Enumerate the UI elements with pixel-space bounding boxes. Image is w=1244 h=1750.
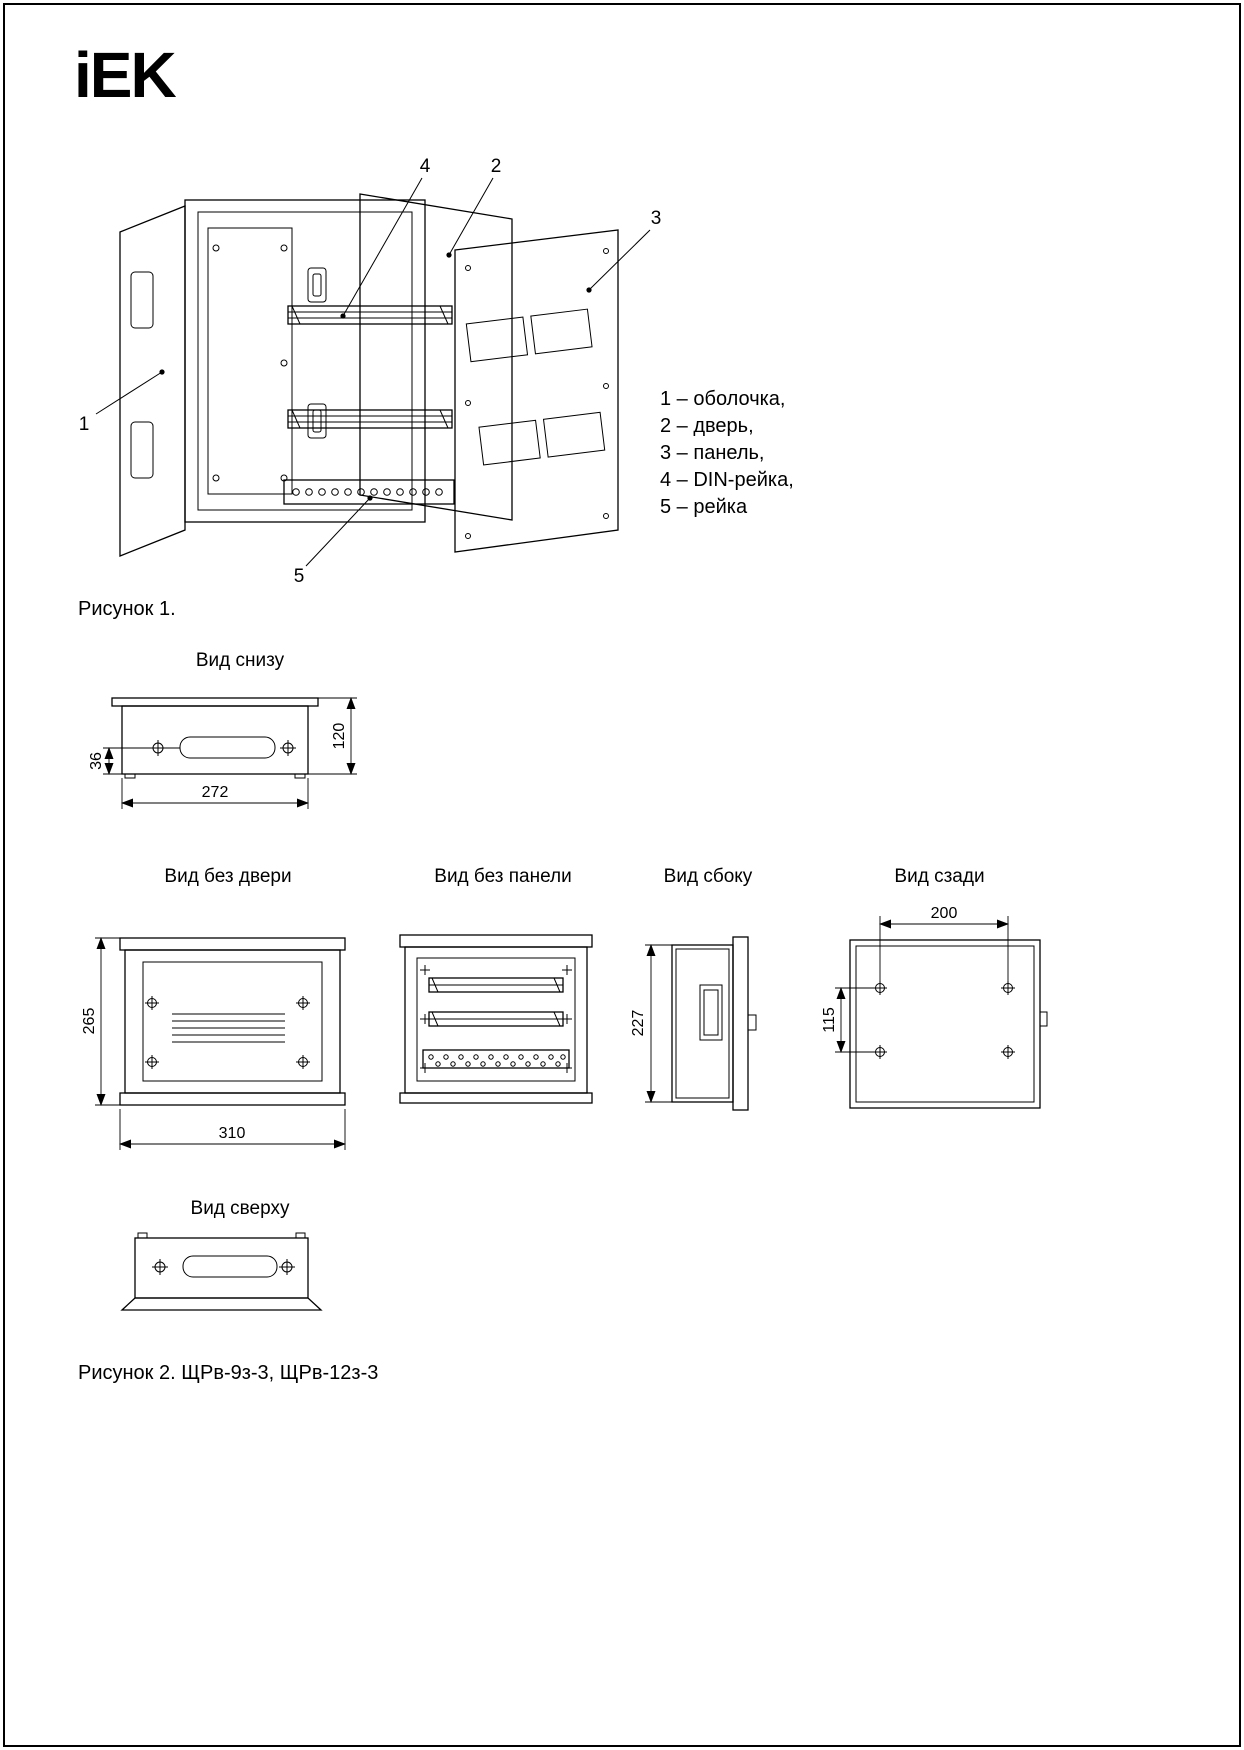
top-view-title: Вид сверху (190, 1198, 290, 1219)
no-door-dimensions: 265 310 (81, 937, 346, 1150)
dim-227-label: 227 (630, 1010, 647, 1037)
rear-view-outline (849, 939, 1048, 1109)
top-view-drawing (120, 1232, 323, 1311)
door (307, 193, 513, 521)
dim-115-label: 115 (821, 1007, 838, 1033)
dim-265-label: 265 (81, 1008, 98, 1035)
figure2-caption: Рисунок 2. ЩРв-9з-3, ЩРв-12з-3 (78, 1362, 379, 1384)
callout-4: 4 (420, 156, 431, 177)
top-view-outline (120, 1232, 323, 1311)
figure1-caption: Рисунок 1. (78, 598, 176, 620)
shell-enclosure (119, 199, 426, 557)
callout-5: 5 (294, 566, 305, 587)
no-panel-outline (399, 934, 593, 1104)
no-door-view-title: Вид без двери (164, 866, 292, 887)
callout-2: 2 (491, 156, 502, 177)
dim-36-label: 36 (88, 752, 105, 770)
perforated-rail (283, 479, 455, 505)
bottom-view-dimensions: 120 36 272 (88, 697, 357, 809)
side-view-drawing: 227 (630, 936, 757, 1111)
legend-line-1: 1 – оболочка, (660, 388, 786, 410)
rear-view-drawing: 200 115 (821, 905, 1048, 1109)
bottom-view-outline (111, 697, 319, 779)
legend-line-3: 3 – панель, (660, 442, 765, 464)
dim-200-label: 200 (931, 905, 958, 922)
rear-view-title: Вид сзади (894, 866, 985, 887)
side-view-dimensions: 227 (630, 944, 672, 1103)
legend-line-2: 2 – дверь, (660, 415, 754, 437)
no-panel-view-drawing (399, 934, 593, 1104)
dim-272-label: 272 (202, 784, 229, 801)
callout-3: 3 (651, 208, 662, 229)
callouts: 4 2 3 1 5 (79, 156, 662, 587)
iek-logo: iEK (74, 39, 177, 111)
panel (454, 229, 619, 553)
legend-line-5: 5 – рейка (660, 496, 748, 518)
legend: 1 – оболочка, 2 – дверь, 3 – панель, 4 –… (660, 386, 794, 521)
rear-view-dimensions: 200 115 (821, 905, 1009, 1053)
dim-310-label: 310 (219, 1125, 246, 1142)
side-view-outline (671, 936, 757, 1111)
side-view-title: Вид сбоку (663, 866, 753, 887)
no-door-view-drawing: 265 310 (81, 937, 346, 1150)
legend-line-4: 4 – DIN-рейка, (660, 469, 794, 491)
no-door-outline (119, 937, 346, 1106)
bottom-view-drawing: 120 36 272 (88, 697, 357, 809)
no-panel-view-title: Вид без панели (434, 866, 572, 887)
figure1-drawing: 4 2 3 1 5 (79, 156, 662, 587)
din-rails (287, 305, 453, 429)
dim-120-label: 120 (331, 723, 348, 750)
bottom-view-title: Вид снизу (195, 650, 285, 671)
callout-1: 1 (79, 414, 90, 435)
